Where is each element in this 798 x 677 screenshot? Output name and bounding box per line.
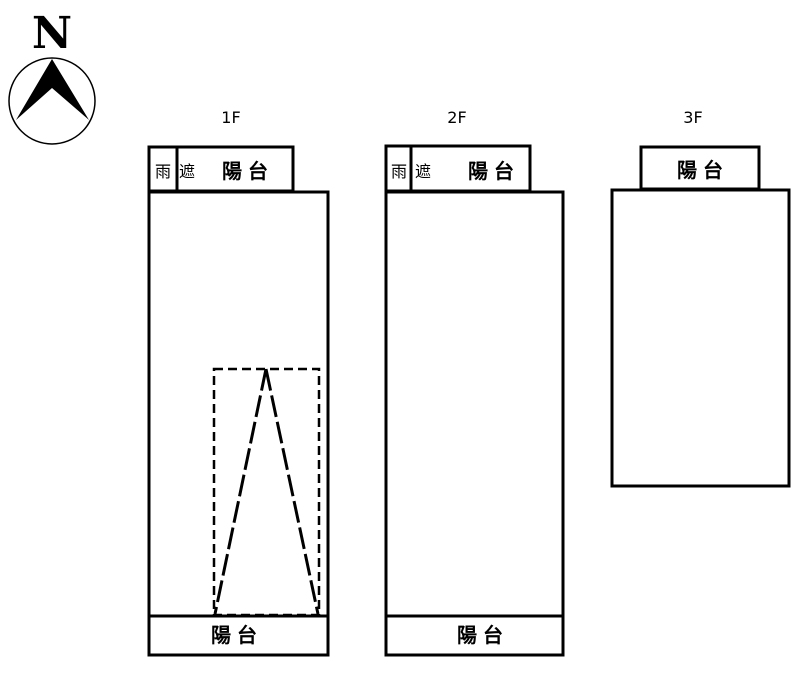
balcony-label-2f-bottom: 陽台 (457, 623, 509, 647)
floor-3f: 3F 陽台 (610, 108, 791, 488)
floor-label-1f: 1F (221, 108, 240, 127)
main-room-2f (384, 190, 565, 657)
floor-label-2f: 2F (447, 108, 466, 127)
stair-icon (212, 367, 321, 617)
main-room-1f (147, 190, 330, 657)
north-arrow-icon (8, 57, 96, 145)
balcony-label-3f: 陽台 (677, 158, 729, 182)
balcony-label-1f-top: 陽台 (222, 159, 274, 183)
floor-label-3f: 3F (683, 108, 702, 127)
canopy-label-1f: 雨 (155, 162, 171, 181)
floor-1f: 1F 雨 遮 陽台 陽台 (147, 108, 330, 657)
floor-2f: 2F 雨 遮 陽台 陽台 (384, 108, 565, 657)
compass: N (8, 8, 96, 145)
main-room-3f (610, 188, 791, 488)
north-label: N (32, 8, 72, 59)
balcony-label-2f-top: 陽台 (468, 159, 520, 183)
svg-text:遮: 遮 (179, 162, 195, 181)
balcony-label-1f-bottom: 陽台 (211, 623, 263, 647)
canopy-label-2f: 雨 (391, 162, 407, 181)
svg-text:遮: 遮 (415, 162, 431, 181)
